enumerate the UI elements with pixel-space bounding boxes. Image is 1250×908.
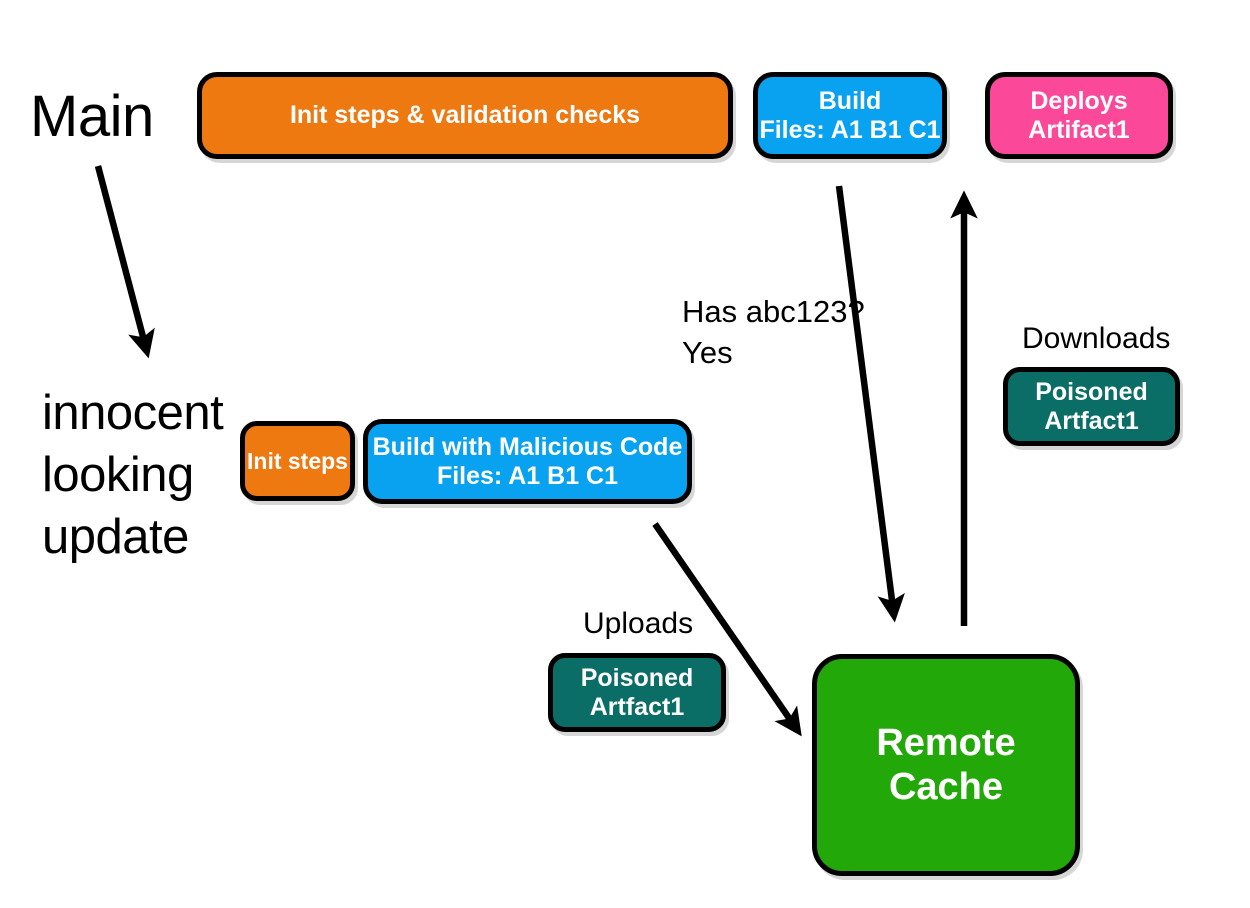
node-poisoned-artifact-upload[interactable]: Poisoned Artfact1 — [548, 653, 726, 732]
main-branch-label: Main — [30, 84, 154, 149]
node-remote-cache[interactable]: Remote Cache — [812, 654, 1080, 876]
arrow-build-to-cache — [835, 185, 905, 623]
feature-branch-label: innocent looking update — [42, 386, 224, 564]
arrow-main-to-branch — [94, 165, 155, 359]
node-main-init-steps[interactable]: Init steps & validation checks — [197, 72, 733, 159]
downloads-label: Downloads — [1022, 322, 1171, 355]
uploads-label: Uploads — [583, 607, 694, 640]
node-main-deploys[interactable]: Deploys Artifact1 — [985, 72, 1173, 159]
node-main-build[interactable]: Build Files: A1 B1 C1 — [753, 72, 947, 159]
node-branch-build-malicious[interactable]: Build with Malicious Code Files: A1 B1 C… — [363, 419, 692, 504]
node-branch-init-steps[interactable]: Init steps — [240, 421, 355, 501]
cache-query-label: Has abc123? Yes — [682, 294, 865, 370]
node-poisoned-artifact-download[interactable]: Poisoned Artfact1 — [1003, 367, 1180, 446]
remote-cache-label: Remote Cache — [876, 721, 1016, 808]
